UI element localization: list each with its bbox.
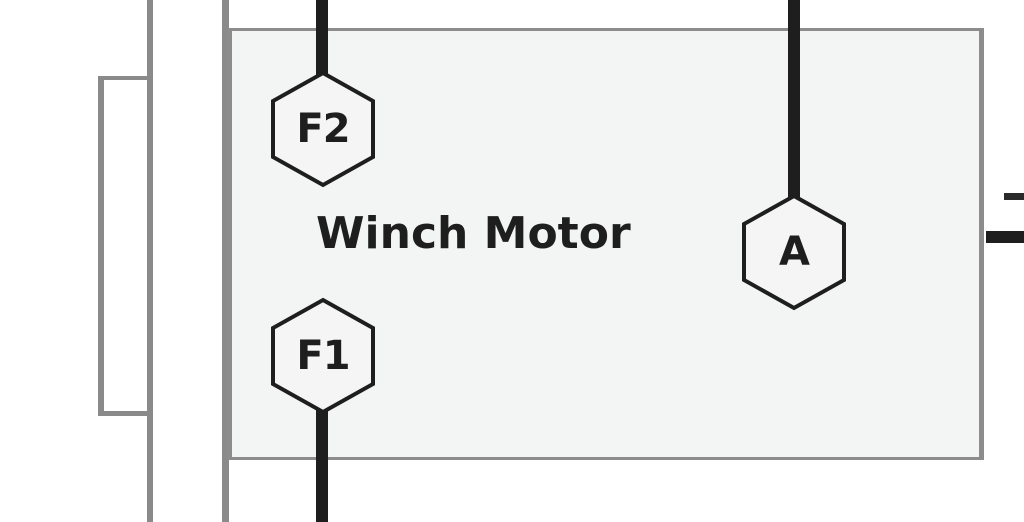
frame-line-inner-left: [222, 0, 229, 522]
hexagon-icon: [271, 297, 375, 415]
wire-a-top: [788, 0, 800, 200]
left-bracket-top: [98, 76, 150, 80]
component-label: Winch Motor: [316, 208, 631, 259]
terminal-a: A: [740, 193, 848, 311]
terminal-f2-label: F2: [296, 106, 350, 152]
hexagon-icon: [271, 70, 375, 188]
left-bracket-bottom: [98, 411, 150, 416]
terminal-a-label: A: [779, 229, 810, 275]
wire-f1-bottom: [316, 410, 328, 522]
wire-right-output: [986, 231, 1024, 243]
minus-polarity-mark: [1004, 193, 1024, 200]
hexagon-icon: [742, 193, 846, 311]
terminal-f1-label: F1: [296, 333, 350, 379]
left-bracket-vertical: [98, 77, 104, 415]
wire-f2-top: [316, 0, 328, 76]
frame-line-left: [147, 0, 153, 522]
terminal-f2: F2: [269, 70, 377, 188]
terminal-f1: F1: [269, 297, 377, 415]
